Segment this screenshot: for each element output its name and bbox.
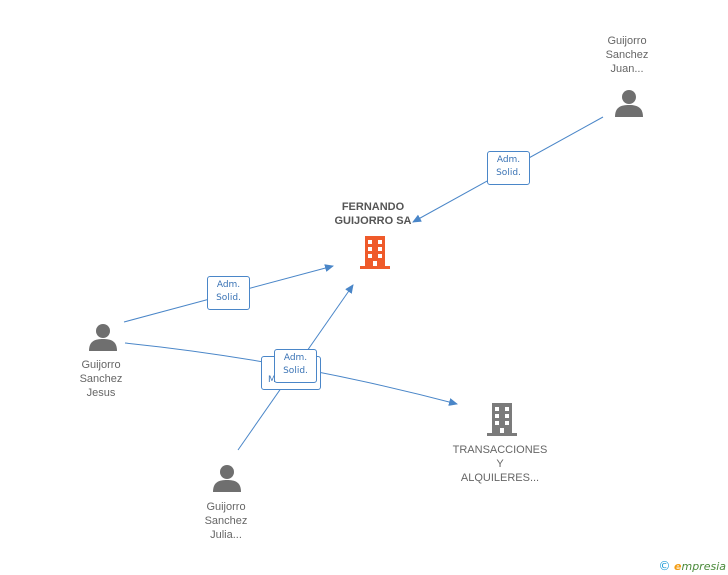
building-icon[interactable] <box>485 401 519 437</box>
node-guijorro-sanchez-jesus[interactable]: Guijorro Sanchez Jesus <box>61 358 141 400</box>
node-fernando-guijorro-sa[interactable]: FERNANDO GUIJORRO SA <box>318 200 428 228</box>
node-label-line: GUIJORRO SA <box>334 215 412 227</box>
node-label-line: ALQUILERES... <box>460 472 540 484</box>
node-transacciones-y-alquileres[interactable]: TRANSACCIONES Y ALQUILERES... <box>445 443 555 485</box>
person-icon[interactable] <box>88 322 118 352</box>
edge-label-line: Solid. <box>216 293 241 303</box>
edge-label-line: Adm. <box>283 353 308 363</box>
person-icon[interactable] <box>212 463 242 493</box>
edge-label-julia-fernando[interactable]: Adm. Solid. <box>274 349 317 383</box>
node-label-line: Sanchez <box>204 515 248 527</box>
node-label-line: Julia... <box>210 529 242 541</box>
node-label-line: Guijorro <box>607 35 647 47</box>
edge-label-line: Adm. <box>496 155 521 165</box>
empresia-logo: © empresia <box>659 559 726 573</box>
brand-initial: e <box>674 560 682 573</box>
node-label-line: Jesus <box>86 387 116 399</box>
node-guijorro-sanchez-julia[interactable]: Guijorro Sanchez Julia... <box>186 500 266 542</box>
node-label-line: Guijorro <box>81 359 121 371</box>
person-icon[interactable] <box>614 88 644 118</box>
node-label-line: TRANSACCIONES <box>452 444 548 456</box>
node-label-line: Sanchez <box>605 49 649 61</box>
brand-name: mpresia <box>681 560 726 573</box>
building-icon[interactable] <box>358 234 392 270</box>
edge-label-line: Adm. <box>216 280 241 290</box>
edge-label-line: Solid. <box>283 366 308 376</box>
node-label-line: FERNANDO <box>341 201 405 213</box>
edge-label-juan-fernando[interactable]: Adm. Solid. <box>487 151 530 185</box>
node-label-line: Y <box>496 458 504 470</box>
node-label-line: Guijorro <box>206 501 246 513</box>
edge-label-line: Solid. <box>496 168 521 178</box>
copyright-icon: © <box>658 559 671 573</box>
edge-label-line: M <box>268 375 276 385</box>
node-guijorro-sanchez-juan[interactable]: Guijorro Sanchez Juan... <box>587 34 667 76</box>
edge-label-jesus-fernando[interactable]: Adm. Solid. <box>207 276 250 310</box>
node-label-line: Sanchez <box>79 373 123 385</box>
node-label-line: Juan... <box>610 63 644 75</box>
